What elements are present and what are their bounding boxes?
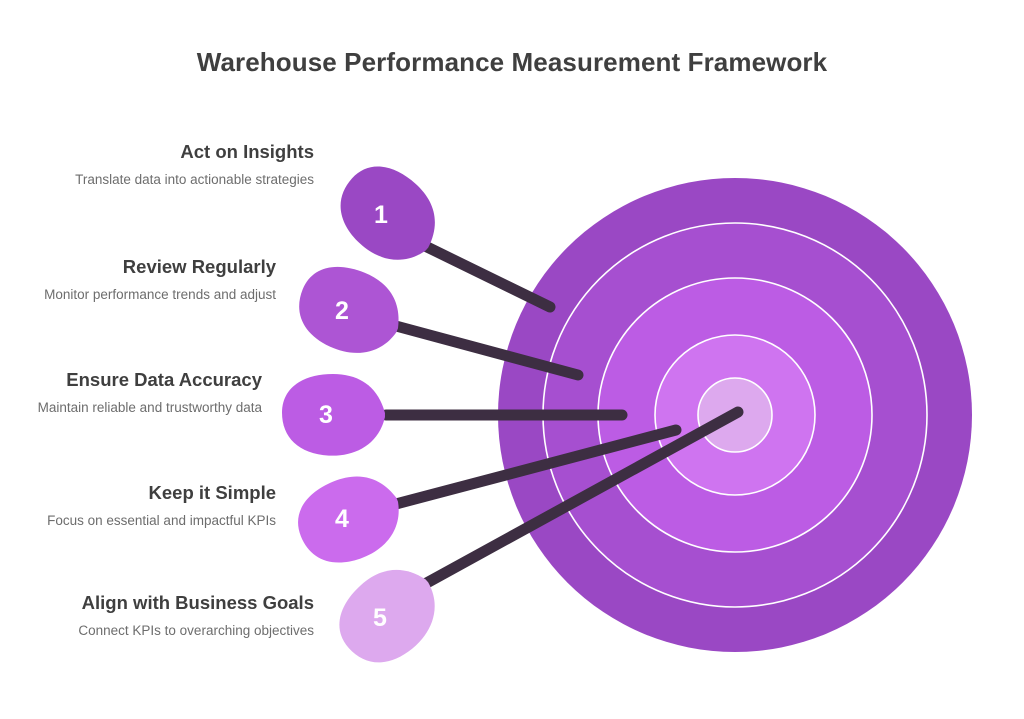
marker-shape-3 — [282, 374, 385, 456]
step-number-3: 3 — [319, 401, 333, 429]
connector-line-4 — [390, 424, 682, 510]
marker-5 — [339, 569, 435, 663]
connector-line-2 — [390, 320, 584, 381]
step-number-4: 4 — [335, 505, 349, 533]
step-number-5: 5 — [373, 604, 387, 632]
step-description-1: Translate data into actionable strategie… — [75, 172, 314, 187]
step-number-1: 1 — [374, 201, 388, 229]
marker-shape-1 — [340, 166, 435, 260]
marker-3 — [282, 374, 385, 456]
marker-shape-5 — [339, 569, 435, 663]
step-heading-1: Act on Insights — [180, 141, 314, 162]
step-description-5: Connect KPIs to overarching objectives — [78, 623, 314, 638]
marker-shape-4 — [298, 476, 399, 563]
connector-line-1 — [417, 239, 556, 313]
step-item-3: Ensure Data Accuracy Maintain reliable a… — [0, 368, 262, 418]
marker-2 — [299, 266, 399, 353]
step-item-1: Act on Insights Translate data into acti… — [52, 140, 314, 190]
step-description-4: Focus on essential and impactful KPIs — [47, 513, 276, 528]
step-description-2: Monitor performance trends and adjust — [44, 287, 276, 302]
step-heading-5: Align with Business Goals — [81, 592, 314, 613]
connector-line-5 — [417, 406, 744, 591]
step-item-4: Keep it Simple Focus on essential and im… — [14, 481, 276, 531]
step-item-5: Align with Business Goals Connect KPIs t… — [52, 591, 314, 641]
step-number-2: 2 — [335, 297, 349, 325]
step-description-3: Maintain reliable and trustworthy data — [37, 400, 262, 415]
step-heading-3: Ensure Data Accuracy — [66, 369, 262, 390]
connector-lines — [380, 239, 744, 591]
step-item-2: Review Regularly Monitor performance tre… — [14, 255, 276, 305]
step-heading-2: Review Regularly — [122, 256, 276, 277]
marker-4 — [298, 476, 399, 563]
page-title: Warehouse Performance Measurement Framew… — [196, 47, 828, 77]
marker-shape-2 — [299, 266, 399, 353]
target-rings — [498, 178, 972, 652]
step-markers — [282, 166, 435, 663]
marker-1 — [340, 166, 435, 260]
step-heading-4: Keep it Simple — [148, 482, 276, 503]
